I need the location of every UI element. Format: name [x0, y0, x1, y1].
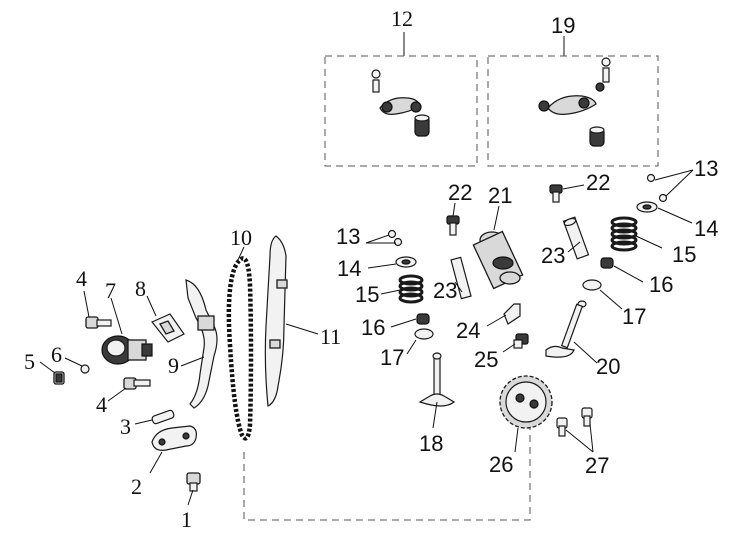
washer-icon — [80, 364, 90, 374]
intake-valve-icon — [418, 352, 456, 407]
callout-16: 16 — [361, 315, 385, 340]
callout-8: 8 — [135, 276, 146, 301]
plug-bolt-icon — [53, 371, 65, 385]
bolt-icon — [581, 407, 593, 427]
callout-14: 14 — [337, 256, 361, 281]
valve-spring-icon — [610, 216, 638, 252]
valve-cotter-icon — [646, 173, 668, 203]
rocker-arm-assembly-icon — [538, 57, 611, 147]
bolt-icon — [123, 377, 151, 390]
bolt-icon — [85, 316, 112, 329]
callout-4: 4 — [76, 266, 87, 291]
callout-23: 23 — [541, 243, 565, 268]
callout-15: 15 — [672, 242, 696, 267]
valve-stem-seal-icon — [416, 313, 430, 325]
valve-spring-icon — [398, 274, 424, 304]
leader-lines — [39, 169, 694, 506]
callout-20: 20 — [596, 354, 620, 379]
bolt-icon — [513, 333, 529, 349]
callout-22: 22 — [586, 170, 610, 195]
bolt-icon — [186, 472, 201, 492]
exhaust-valve-icon — [545, 300, 587, 358]
chain-slider-tab-icon — [269, 339, 281, 349]
rocker-arm-group-19-box — [487, 36, 659, 167]
callout-24: 24 — [456, 318, 480, 343]
chain-guide-pad-icon — [197, 315, 215, 331]
callout-6: 6 — [51, 342, 62, 367]
cam-sprocket-icon — [499, 375, 553, 429]
valve-cotter-icon — [387, 229, 403, 247]
rocker-arm-group-12-box — [324, 32, 478, 167]
spring-retainer-inner-icon — [642, 204, 652, 210]
rocker-shaft-icon — [562, 216, 590, 260]
callout-17: 17 — [622, 304, 646, 329]
valve-stem-seal-icon — [600, 257, 614, 269]
callout-labels: 1 2 3 4 4 5 6 7 8 9 10 11 12 13 13 14 14… — [24, 6, 718, 532]
camshaft-icon — [472, 230, 524, 290]
bracket-icon — [151, 425, 197, 451]
callout-16: 16 — [649, 272, 673, 297]
callout-1: 1 — [181, 507, 192, 532]
bolt-icon — [556, 417, 568, 437]
callout-21: 21 — [488, 183, 512, 208]
spring-retainer-inner-icon — [401, 259, 411, 265]
callout-12: 12 — [391, 6, 413, 31]
chain-guide-icon — [185, 279, 218, 409]
callout-5: 5 — [24, 349, 35, 374]
rocker-shaft-icon — [450, 256, 472, 300]
callout-17: 17 — [380, 345, 404, 370]
chain-slider-icon — [264, 235, 287, 407]
callout-18: 18 — [419, 431, 443, 456]
valve-spring-seat-icon — [414, 328, 434, 340]
cam-chain-tensioner-icon — [101, 335, 153, 365]
callout-19: 19 — [551, 13, 575, 38]
chain-slider-tab-icon — [276, 279, 288, 289]
callout-9: 9 — [168, 353, 179, 378]
callout-26: 26 — [489, 452, 513, 477]
valve-spring-seat-icon — [582, 279, 602, 291]
timing-chain-icon — [226, 256, 254, 441]
stopper-plate-icon — [503, 303, 521, 325]
callout-3: 3 — [120, 414, 131, 439]
rocker-arm-assembly-icon — [371, 69, 430, 137]
callout-25: 25 — [474, 347, 498, 372]
callout-23: 23 — [433, 278, 457, 303]
callout-27: 27 — [585, 453, 609, 478]
callout-4: 4 — [96, 392, 107, 417]
bolt-icon — [549, 184, 563, 203]
callout-7: 7 — [105, 278, 116, 303]
bolt-icon — [446, 215, 460, 236]
callout-22: 22 — [448, 180, 472, 205]
callout-10: 10 — [230, 225, 252, 250]
callout-15: 15 — [355, 282, 379, 307]
callout-11: 11 — [320, 324, 341, 349]
callout-14: 14 — [694, 216, 718, 241]
callout-13: 13 — [694, 156, 718, 181]
gasket-icon — [151, 313, 185, 343]
callout-2: 2 — [131, 474, 142, 499]
callout-13: 13 — [336, 224, 360, 249]
pin-icon — [151, 409, 175, 425]
cam-drive-group-bracket — [243, 420, 531, 521]
